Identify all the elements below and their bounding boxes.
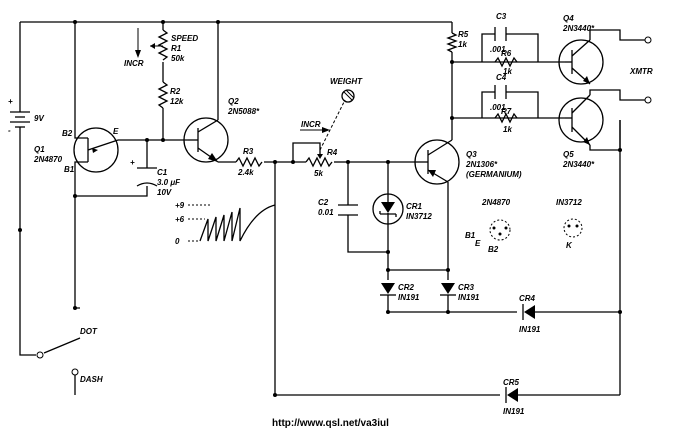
- r6-name: R6: [501, 49, 512, 58]
- r4-name: R4: [327, 148, 338, 157]
- r5-name: R5: [458, 30, 469, 39]
- cr1-name: CR1: [406, 202, 423, 211]
- r2-value: 12k: [170, 97, 184, 106]
- cr2-diode: CR2 IN191: [380, 283, 420, 302]
- cr5-diode: CR5 IN191: [503, 378, 525, 416]
- cr5-part: IN191: [503, 407, 525, 416]
- cr2-name: CR2: [398, 283, 415, 292]
- c3-value: .001: [490, 45, 506, 54]
- r1-label: SPEED: [171, 34, 198, 43]
- r3-value: 2.4k: [237, 168, 254, 177]
- junctions: [18, 20, 622, 397]
- r1-value: 50k: [171, 54, 185, 63]
- q1-part: 2N4870: [33, 155, 63, 164]
- xmtr-label: XMTR: [629, 67, 653, 76]
- q3-note: (GERMANIUM): [466, 170, 522, 179]
- pinout-ujt-e: E: [475, 239, 481, 248]
- sawtooth-waveform: +9 +6 0: [175, 201, 276, 246]
- q3-transistor: Q3 2N1306* (GERMANIUM): [414, 139, 522, 185]
- q5-transistor: Q5 2N3440*: [558, 94, 604, 169]
- c1-name: C1: [157, 168, 168, 177]
- q4-part: 2N3440*: [562, 24, 595, 33]
- wave-level-mid: +6: [175, 215, 185, 224]
- q1-e-label: E: [113, 127, 119, 136]
- c1-value: 3.0 μF: [157, 178, 181, 187]
- q4-name: Q4: [563, 14, 574, 23]
- cr4-part: IN191: [519, 325, 541, 334]
- r5-resistor: R5 1k: [446, 30, 469, 53]
- ujt-pinout: 2N4870 B1 E B2: [465, 198, 511, 254]
- c4-name: C4: [496, 73, 507, 82]
- wires: [19, 21, 645, 396]
- r3-resistor: R3 2.4k: [235, 147, 263, 177]
- dash-label: DASH: [80, 375, 103, 384]
- q2-name: Q2: [228, 97, 239, 106]
- xmtr-output: XMTR: [629, 36, 653, 104]
- tunnel-diode-pinout: IN3712 K: [556, 198, 583, 250]
- battery-label: 9V: [34, 114, 44, 123]
- wave-level-zero: 0: [175, 237, 180, 246]
- c2-capacitor: C2 0.01: [318, 198, 358, 217]
- c1-capacitor: + C1 3.0 μF 10V: [130, 158, 181, 197]
- cr1-tunnel-diode: CR1 IN3712: [372, 190, 432, 228]
- r2-name: R2: [170, 87, 181, 96]
- c3-capacitor: C3 .001: [490, 12, 507, 54]
- cr3-diode: CR3 IN191: [440, 283, 480, 302]
- q1-b2-label: B2: [62, 129, 73, 138]
- pinout-ujt-b2: B2: [488, 245, 499, 254]
- cr4-diode: CR4 IN191: [519, 294, 541, 334]
- r4-incr: INCR: [301, 120, 321, 129]
- q3-name: Q3: [466, 150, 477, 159]
- battery-minus: -: [8, 126, 11, 135]
- c4-capacitor: C4 .001: [490, 73, 507, 112]
- cr5-name: CR5: [503, 378, 520, 387]
- c1-plus: +: [130, 158, 135, 167]
- battery-9v: + - 9V: [8, 97, 44, 140]
- source-url: http://www.qsl.net/va3iul: [272, 418, 389, 429]
- pinout-td-part: IN3712: [556, 198, 582, 207]
- q3-part: 2N1306*: [465, 160, 498, 169]
- q4-transistor: Q4 2N3440*: [558, 14, 604, 85]
- pinout-ujt-part: 2N4870: [481, 198, 511, 207]
- r1-speed-pot: INCR SPEED R1 50k: [124, 28, 198, 68]
- pinout-td-k: K: [566, 241, 573, 250]
- dot-label: DOT: [80, 327, 98, 336]
- c3-name: C3: [496, 12, 507, 21]
- c4-value: .001: [490, 103, 506, 112]
- q1-name: Q1: [34, 145, 45, 154]
- q2-transistor: Q2 2N5088*: [183, 97, 260, 163]
- pinout-ujt-b1: B1: [465, 231, 476, 240]
- cr3-part: IN191: [458, 293, 480, 302]
- r5-value: 1k: [458, 40, 467, 49]
- cr4-name: CR4: [519, 294, 536, 303]
- r7-resistor: R7 1k: [494, 107, 518, 134]
- wave-level-high: +9: [175, 201, 185, 210]
- cr2-part: IN191: [398, 293, 420, 302]
- key-contacts: DOT DASH: [36, 327, 103, 384]
- cr1-part: IN3712: [406, 212, 432, 221]
- r4-value: 5k: [314, 169, 323, 178]
- q1-ujt: B2 B1 E Q1 2N4870: [33, 125, 119, 175]
- r6-resistor: R6 1k: [494, 49, 518, 76]
- r3-name: R3: [243, 147, 254, 156]
- r6-value: 1k: [503, 67, 512, 76]
- r1-incr: INCR: [124, 59, 144, 68]
- q2-part: 2N5088*: [227, 107, 260, 116]
- q5-name: Q5: [563, 150, 574, 159]
- c1-voltage: 10V: [157, 188, 172, 197]
- r7-value: 1k: [503, 125, 512, 134]
- r7-name: R7: [501, 107, 512, 116]
- r1-name: R1: [171, 44, 182, 53]
- r4-weight: WEIGHT: [330, 77, 363, 86]
- battery-plus: +: [8, 97, 13, 106]
- q5-part: 2N3440*: [562, 160, 595, 169]
- r2-resistor: R2 12k: [157, 81, 184, 109]
- c2-value: 0.01: [318, 208, 334, 217]
- q1-b1-label: B1: [64, 165, 75, 174]
- r4-weight-pot: WEIGHT INCR R4 5k: [300, 77, 363, 178]
- c2-name: C2: [318, 198, 329, 207]
- cr3-name: CR3: [458, 283, 475, 292]
